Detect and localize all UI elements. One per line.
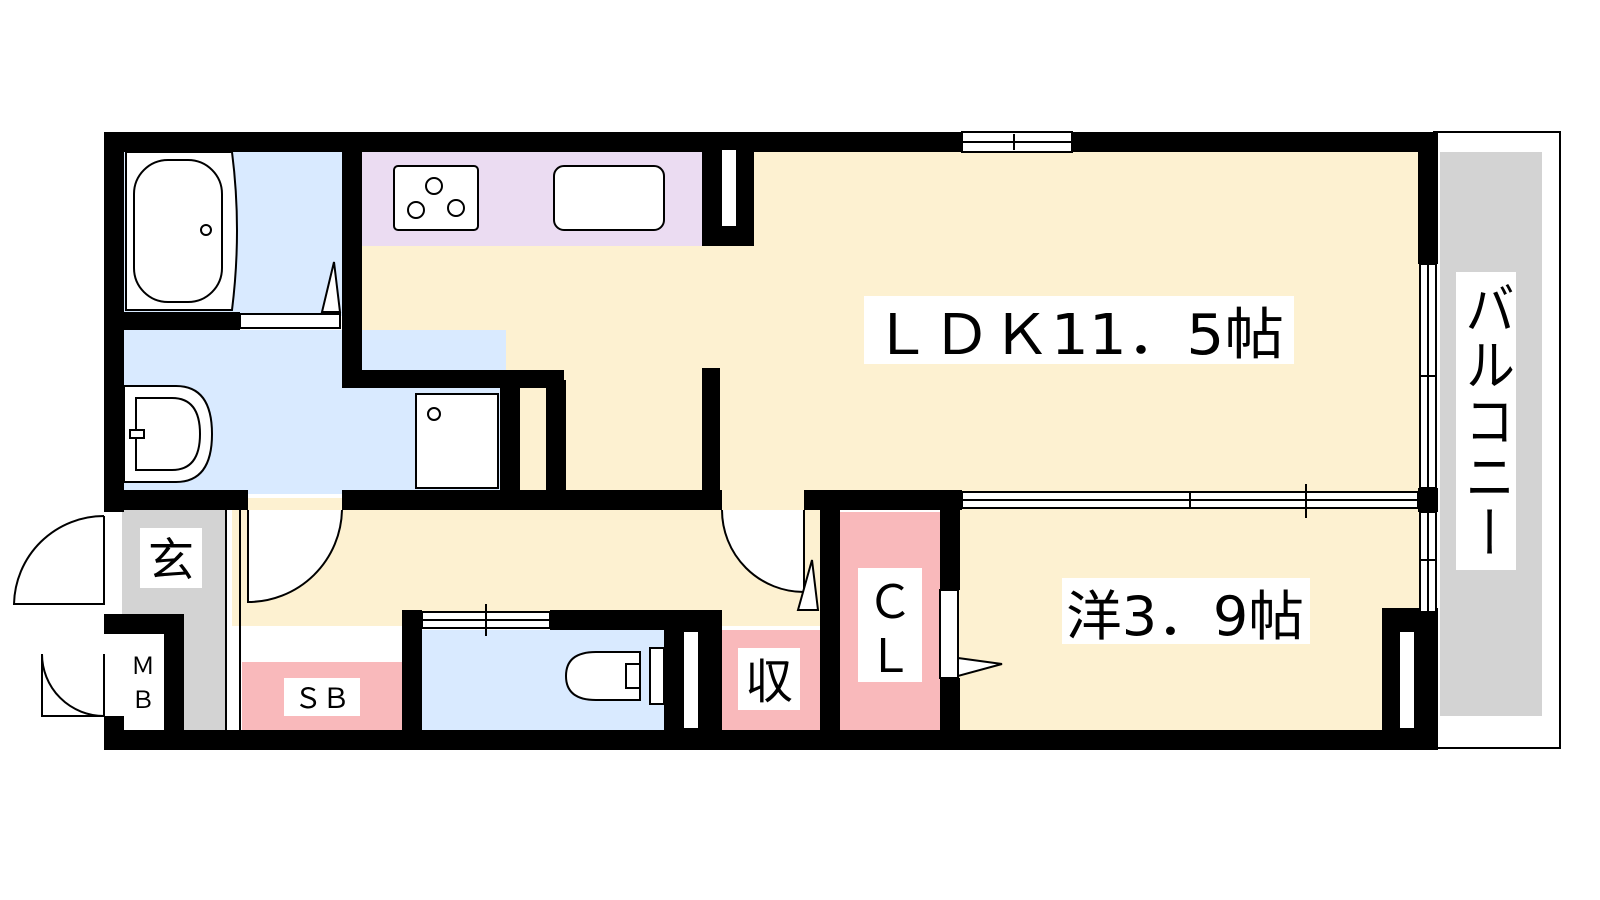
wall [1418,488,1438,512]
ldk-label-bg [864,296,1294,364]
wall [342,150,362,380]
wall [702,610,722,750]
wall [702,368,720,498]
western-label-bg [1062,578,1310,644]
wall [804,490,962,510]
labels: ＬＤＫ11．5帖 洋3．9帖 Ｃ Ｌ 収 ＳＢ 玄 Ｍ Ｂ バルコニー [131,272,1516,716]
pillar-inner [722,150,736,226]
wall [104,312,240,330]
storage-door [796,559,820,611]
wall [940,678,960,750]
storage-label: 収 [745,654,793,710]
wall [104,490,248,510]
shoe-box-label-bg [284,678,360,716]
wall [164,614,184,750]
floors [122,131,1561,749]
wall [104,730,1438,750]
pillar-inner [684,632,698,728]
walls [104,132,1438,750]
kitchen-sink-icon [553,165,665,231]
bath-door [239,313,341,329]
windows [239,131,1437,636]
wall [342,370,564,388]
wall [402,610,422,750]
front-door [12,515,105,605]
swing-doors [12,509,1003,730]
closet-label-l: Ｌ [867,629,913,683]
wall [104,716,124,750]
pillar-inner [1400,632,1414,728]
ldk-door [721,509,805,594]
balcony-label: バルコニー [1457,280,1515,560]
meter-door [41,653,105,717]
toilet-icon [564,647,665,705]
entrance-label: 玄 [148,533,194,587]
western-room-label: 洋3．9帖 [1066,585,1304,648]
washroom-door [247,509,343,604]
closet-label-c: Ｃ [867,575,913,629]
wall [104,132,962,152]
shoe-box-label: ＳＢ [294,682,350,715]
bathtub-icon [125,151,238,311]
wall [342,490,722,510]
storage-label-bg [738,648,800,710]
fixtures [123,151,665,705]
stove-icon [393,165,479,231]
balcony-label-bg [1456,272,1516,570]
entrance-label-bg [140,528,202,588]
meter-box-floor [122,632,166,732]
meter-label-b: Ｂ [131,686,155,714]
washbasin-icon [123,385,214,483]
wall [500,380,520,498]
meter-label-m: Ｍ [131,652,155,680]
ldk-label: ＬＤＫ11．5帖 [872,303,1284,368]
wall [1418,132,1438,264]
closet-door-leaf [957,656,1003,678]
washing-machine-icon [415,393,499,489]
wall [546,380,566,498]
wall [1072,132,1438,152]
closet-door [939,589,959,679]
wall [940,490,960,590]
closet-label-bg [858,568,922,682]
wall [820,490,840,750]
